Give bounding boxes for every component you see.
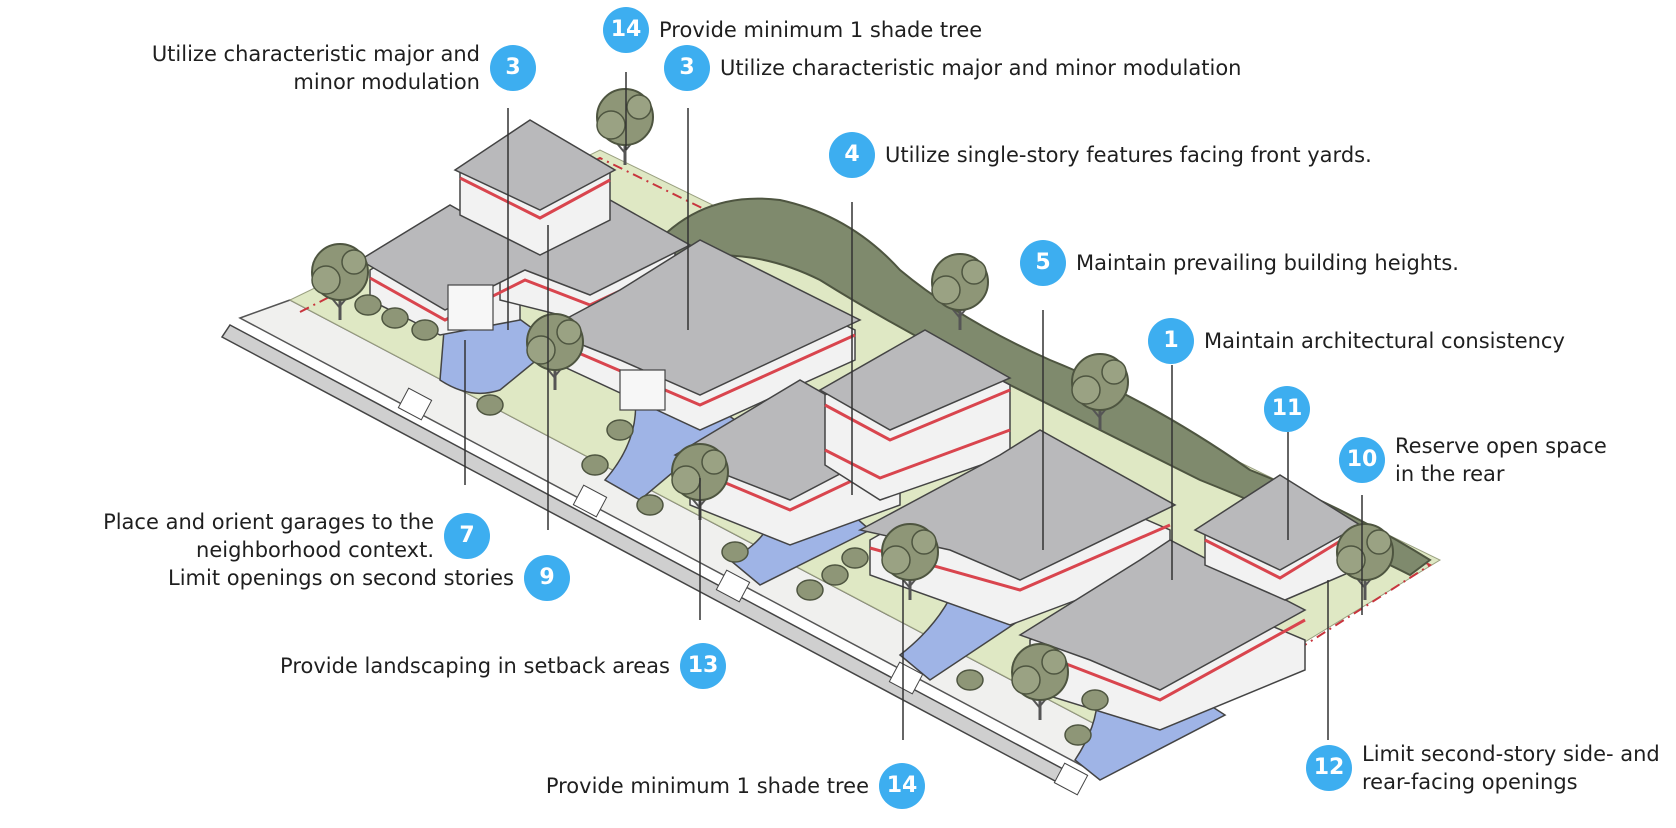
badge-12: 12	[1306, 745, 1352, 791]
callout-3-modulation-left: 3 Utilize characteristic major and minor…	[152, 40, 536, 96]
callout-14-shade-tree-bottom: 14 Provide minimum 1 shade tree	[546, 763, 925, 809]
callout-label: Maintain architectural consistency	[1204, 329, 1565, 353]
callout-3-modulation-right: 3 Utilize characteristic major and minor…	[664, 45, 1241, 91]
callout-label: Limit openings on second stories	[168, 566, 514, 590]
callout-label-line2: minor modulation	[293, 70, 480, 94]
callout-label: Provide landscaping in setback areas	[280, 654, 670, 678]
badge-4: 4	[829, 132, 875, 178]
callout-13-landscaping: 13 Provide landscaping in setback areas	[280, 643, 726, 689]
callout-label: Utilize single-story features facing fro…	[885, 143, 1372, 167]
callout-label: Reserve open space	[1395, 434, 1607, 458]
badge-11: 11	[1264, 386, 1310, 432]
callout-label: Provide minimum 1 shade tree	[545, 774, 869, 798]
callout-label-line2: in the rear	[1395, 462, 1505, 486]
house-3	[673, 329, 1012, 546]
badge-13: 13	[680, 643, 726, 689]
callout-label: Utilize characteristic major and	[151, 42, 480, 66]
callout-14-shade-tree-top: 14 Provide minimum 1 shade tree	[603, 7, 982, 53]
callout-label-line2: neighborhood context.	[196, 538, 434, 562]
callout-12-side-rear-openings: 12 Limit second-story side- and rear-fac…	[1306, 740, 1660, 796]
badge-1: 1	[1148, 318, 1194, 364]
callout-label-line2: rear-facing openings	[1362, 770, 1578, 794]
callout-label: Maintain prevailing building heights.	[1076, 251, 1459, 275]
house-2	[543, 239, 862, 431]
callout-label: Utilize characteristic major and minor m…	[720, 56, 1242, 80]
badge-5: 5	[1020, 240, 1066, 286]
house-4	[857, 429, 1177, 626]
callout-10-open-space: 10 Reserve open space in the rear	[1339, 432, 1607, 488]
callout-label: Provide minimum 1 shade tree	[659, 18, 983, 42]
badge-9: 9	[524, 555, 570, 601]
badge-3: 3	[490, 45, 536, 91]
callout-9-second-story-openings: 9 Limit openings on second stories	[168, 555, 570, 601]
callout-5-building-heights: 5 Maintain prevailing building heights.	[1020, 240, 1459, 286]
callout-label: Limit second-story side- and	[1362, 742, 1660, 766]
callout-4-single-story: 4 Utilize single-story features facing f…	[829, 132, 1372, 178]
badge-7: 7	[444, 513, 490, 559]
badge-14: 14	[603, 7, 649, 53]
badge-10: 10	[1339, 437, 1385, 483]
callout-11: 11	[1264, 386, 1310, 432]
callout-label: Place and orient garages to the	[103, 510, 434, 534]
driveway-1	[439, 311, 557, 395]
badge-14: 14	[879, 763, 925, 809]
badge-3: 3	[664, 45, 710, 91]
callout-7-garages: 7 Place and orient garages to the neighb…	[103, 508, 490, 564]
callout-1-architectural-consistency: 1 Maintain architectural consistency	[1148, 318, 1565, 364]
leader-lines	[464, 72, 1363, 740]
